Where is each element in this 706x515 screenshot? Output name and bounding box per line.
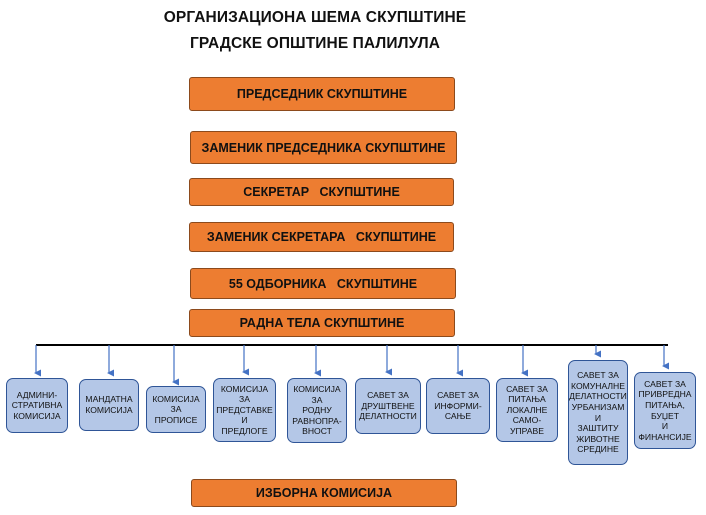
body-communal-activities-council: САВЕТ ЗА КОМУНАЛНЕ ДЕЛАТНОСТИ УРБАНИЗАМ … — [568, 360, 628, 465]
box-deputy-secretary: ЗАМЕНИК СЕКРЕТАРА СКУПШТИНЕ — [189, 222, 454, 252]
box-assembly-president: ПРЕДСЕДНИК СКУПШТИНЕ — [189, 77, 455, 111]
body-mandate-commission: МАНДАТНА КОМИСИЈА — [79, 379, 139, 431]
body-administrative-commission: АДМИНИ- СТРАТИВНА КОМИСИЈА — [6, 378, 68, 433]
box-55-councilors: 55 ОДБОРНИКА СКУПШТИНЕ — [190, 268, 456, 299]
body-information-council: САВЕТ ЗА ИНФОРМИ- САЊЕ — [426, 378, 490, 434]
box-secretary: СЕКРЕТАР СКУПШТИНЕ — [189, 178, 454, 206]
box-election-commission: ИЗБОРНА КОМИСИЈА — [191, 479, 457, 507]
body-local-self-government-council: САВЕТ ЗА ПИТАЊА ЛОКАЛНЕ САМО- УПРАВЕ — [496, 378, 558, 442]
body-gender-equality-commission: КОМИСИЈА ЗА РОДНУ РАВНОПРА- ВНОСТ — [287, 378, 347, 443]
body-regulations-commission: КОМИСИЈА ЗА ПРОПИСЕ — [146, 386, 206, 433]
body-economy-budget-council: САВЕТ ЗА ПРИВРЕДНА ПИТАЊА, БУЏЕТ И ФИНАН… — [634, 372, 696, 449]
box-working-bodies: РАДНА ТЕЛА СКУПШТИНЕ — [189, 309, 455, 337]
body-social-affairs-council: САВЕТ ЗА ДРУШТВЕНЕ ДЕЛАТНОСТИ — [355, 378, 421, 434]
body-petitions-commission: КОМИСИЈА ЗА ПРЕДСТАВКЕ И ПРЕДЛОГЕ — [213, 378, 276, 442]
box-deputy-president: ЗАМЕНИК ПРЕДСЕДНИКА СКУПШТИНЕ — [190, 131, 457, 164]
chart-title-line-2: ГРАДСКЕ ОПШТИНЕ ПАЛИЛУЛА — [189, 35, 441, 52]
chart-title-line-1: ОРГАНИЗАЦИОНА ШЕМА СКУПШТИНЕ — [163, 9, 467, 26]
